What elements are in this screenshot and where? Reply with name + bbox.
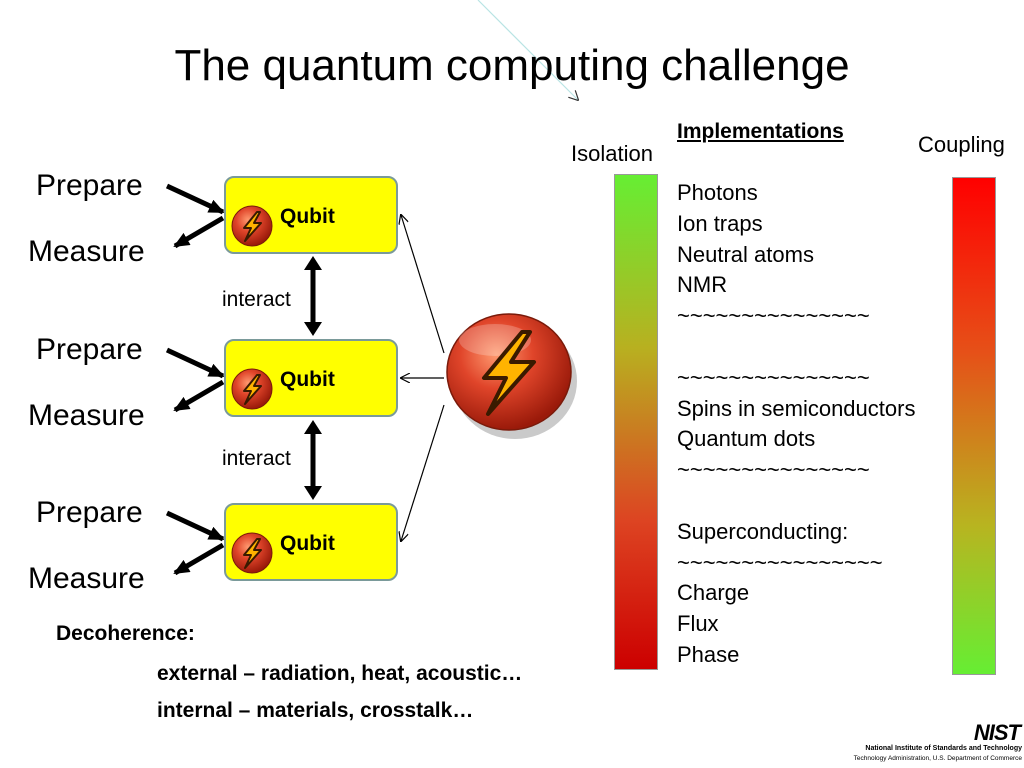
prepare-label: Prepare xyxy=(36,333,143,366)
impl-item: Photons xyxy=(677,180,758,205)
impl-separator: ~~~~~~~~~~~~~~~ xyxy=(677,303,870,329)
prepare-arrow-2 xyxy=(165,347,225,379)
nist-logo: NIST National Institute of Standards and… xyxy=(820,718,1024,768)
interact-label: interact xyxy=(222,288,291,311)
impl-item: NMR xyxy=(677,272,728,298)
nist-name: National Institute of Standards and Tech… xyxy=(865,745,1022,752)
interact-label: interact xyxy=(222,447,291,470)
nist-department: Technology Administration, U.S. Departme… xyxy=(853,755,1022,762)
impl-item: Ion traps xyxy=(677,210,763,236)
qubit-box: Qubit xyxy=(224,176,398,254)
slide-title: The quantum computing challenge xyxy=(174,41,850,90)
impl-item: Superconducting: xyxy=(677,518,849,544)
interact-double-arrow-1 xyxy=(304,256,322,336)
coupling-label: Coupling xyxy=(918,132,1005,157)
measure-label: Measure xyxy=(28,235,145,268)
isolation-label: Isolation xyxy=(571,141,653,166)
lightning-orb-icon xyxy=(231,205,273,247)
impl-item: Spins in semiconductors xyxy=(677,395,916,421)
qubit-box: Qubit xyxy=(224,503,398,581)
measure-label: Measure xyxy=(28,562,145,595)
decoherence-label: Decoherence: xyxy=(56,622,195,645)
measure-arrow-3 xyxy=(173,542,225,576)
prepare-arrow-3 xyxy=(165,510,225,542)
impl-item: Neutral atoms xyxy=(677,241,814,267)
qubit-label: Qubit xyxy=(280,368,335,391)
impl-blank xyxy=(677,332,915,363)
noise-arrow-3 xyxy=(401,404,445,541)
isolation-gradient-bar xyxy=(614,174,658,670)
impl-item: Flux xyxy=(677,611,719,637)
lightning-orb-icon xyxy=(231,368,273,410)
interact-double-arrow-2 xyxy=(304,420,322,500)
qubit-box: Qubit xyxy=(224,339,398,417)
implementations-header: Implementations xyxy=(677,120,844,143)
measure-arrow-1 xyxy=(173,215,225,249)
nist-wordmark: NIST xyxy=(973,720,1021,745)
prepare-label: Prepare xyxy=(36,496,143,529)
impl-separator: ~~~~~~~~~~~~~~~~ xyxy=(677,549,883,575)
impl-separator: ~~~~~~~~~~~~~~~ xyxy=(677,457,870,483)
impl-item: Quantum dots xyxy=(677,426,816,452)
measure-arrow-2 xyxy=(173,379,225,413)
prepare-label: Prepare xyxy=(36,169,143,202)
qubit-label: Qubit xyxy=(280,205,335,228)
impl-blank xyxy=(677,486,915,517)
implementations-list: Photons Ion traps Neutral atoms NMR ~~~~… xyxy=(677,178,915,671)
qubit-label: Qubit xyxy=(280,532,335,555)
prepare-arrow-1 xyxy=(165,183,225,215)
lightning-orb-icon xyxy=(231,532,273,574)
lightning-orb-icon xyxy=(446,313,577,439)
noise-arrow-1 xyxy=(401,215,445,354)
coupling-gradient-bar xyxy=(952,177,996,675)
impl-item: Phase xyxy=(677,641,740,667)
decoherence-internal: internal – materials, crosstalk… xyxy=(157,699,474,722)
decoherence-external: external – radiation, heat, acoustic… xyxy=(157,662,523,685)
impl-separator: ~~~~~~~~~~~~~~~ xyxy=(677,364,870,390)
measure-label: Measure xyxy=(28,399,145,432)
impl-item: Charge xyxy=(677,580,750,606)
decorative-line xyxy=(477,0,578,100)
